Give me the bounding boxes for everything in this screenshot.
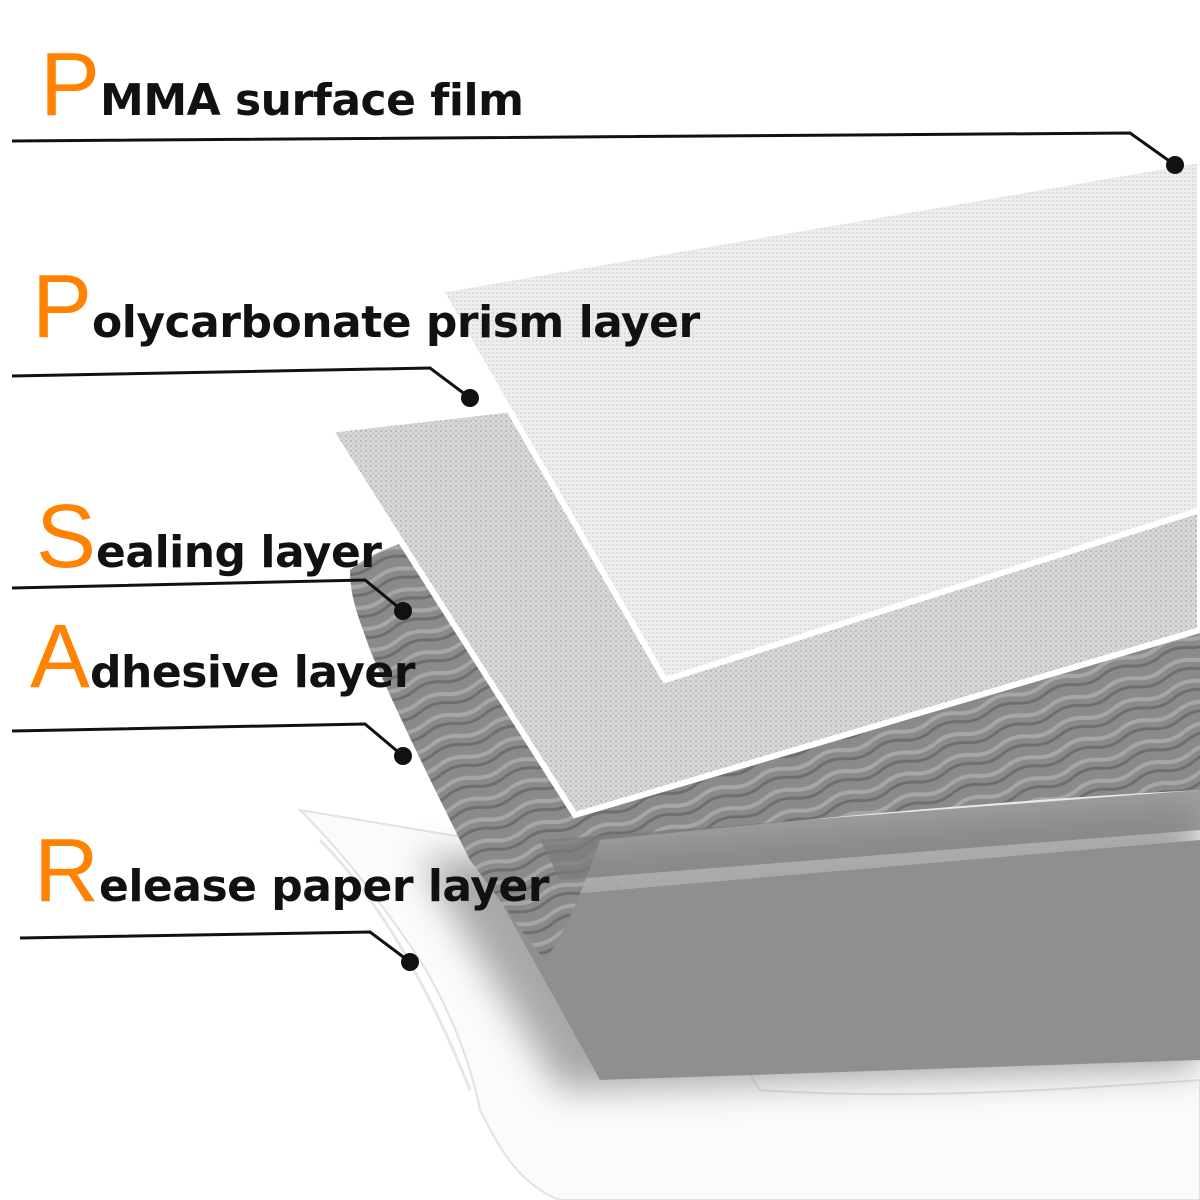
surface-film-sheet bbox=[435, 156, 1200, 684]
label-initial: P bbox=[40, 35, 101, 135]
leader-line-adhesive bbox=[11, 722, 404, 758]
label-sealing-layer: Sealing layer bbox=[36, 492, 382, 582]
leader-dot-release bbox=[401, 953, 419, 971]
leader-line-sealing bbox=[11, 578, 404, 613]
label-initial: S bbox=[36, 487, 97, 587]
leader-lines bbox=[11, 131, 1184, 971]
label-text: dhesive layer bbox=[90, 647, 415, 698]
label-text: elease paper layer bbox=[99, 861, 550, 912]
label-initial: P bbox=[32, 257, 93, 357]
label-text: ealing layer bbox=[96, 527, 382, 578]
label-polycarbonate-prism-layer: Polycarbonate prism layer bbox=[32, 262, 700, 352]
leader-line-release bbox=[19, 930, 411, 964]
leader-dot-prism bbox=[461, 389, 479, 407]
label-text: MMA surface film bbox=[100, 75, 524, 126]
leader-dot-adhesive bbox=[394, 747, 412, 765]
label-text: olycarbonate prism layer bbox=[92, 297, 700, 348]
label-release-paper-layer: Release paper layer bbox=[34, 826, 550, 916]
leader-dot-sealing bbox=[394, 602, 412, 620]
leader-line-prism bbox=[11, 366, 471, 400]
label-initial: R bbox=[34, 821, 99, 921]
label-initial: A bbox=[30, 607, 91, 707]
leader-dot-pmma bbox=[1166, 156, 1184, 174]
leader-line-pmma bbox=[11, 131, 1176, 167]
label-adhesive-layer: Adhesive layer bbox=[30, 612, 415, 702]
label-pmma-surface-film: PMMA surface film bbox=[40, 40, 524, 130]
